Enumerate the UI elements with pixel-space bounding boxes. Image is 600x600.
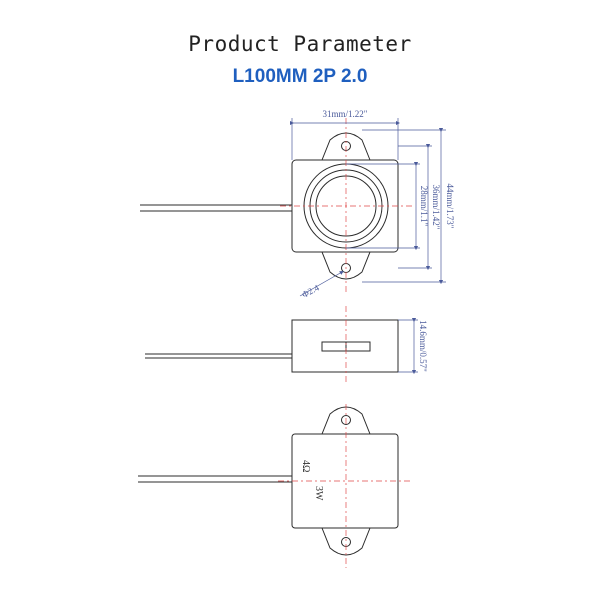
hole-label: Φ2.4 <box>300 282 321 299</box>
width-dimension <box>289 118 401 160</box>
bottom-ear <box>321 251 371 280</box>
side-body <box>291 319 399 373</box>
back-top-hole <box>341 415 351 425</box>
page-title: Product Parameter <box>188 32 412 56</box>
side-view <box>145 319 399 373</box>
outer-height-dimension <box>362 127 446 285</box>
diameter-label: 28mm/1.1" <box>419 186 429 227</box>
diameter-dimension <box>346 161 420 251</box>
outer-height-label: 44mm/1.73" <box>445 184 455 229</box>
front-centerlines <box>280 118 412 292</box>
power-marking: 3W <box>313 486 324 501</box>
back-centerlines <box>278 404 412 568</box>
mid-height-label: 36mm/1.42" <box>431 185 441 230</box>
mid-height-dimension <box>398 143 432 271</box>
thickness-label: 14.6mm/0.57" <box>418 320 428 372</box>
page-subtitle: L100MM 2P 2.0 <box>232 66 368 87</box>
width-label: 31mm/1.22" <box>323 109 368 119</box>
impedance-marking: 4Ω <box>300 460 311 472</box>
hole-leader <box>299 270 344 297</box>
thickness-dimension <box>398 317 418 375</box>
